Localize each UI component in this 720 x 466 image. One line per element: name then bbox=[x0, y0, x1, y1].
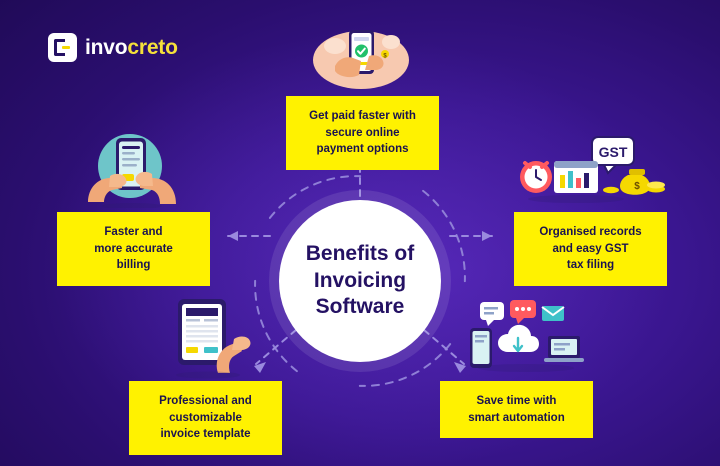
center-hub: Benefits of Invoicing Software bbox=[279, 200, 441, 362]
svg-text:GST: GST bbox=[599, 144, 628, 160]
node-label-left-line1: Faster and bbox=[104, 226, 163, 238]
node-label-bottom-left-line3: invoice template bbox=[160, 428, 251, 441]
invoice-document-icon bbox=[48, 33, 77, 62]
node-label-top-line1: Get paid faster with bbox=[309, 110, 416, 122]
devices-cloud-chat-automation-icon bbox=[466, 298, 586, 376]
brand-name-part2: creto bbox=[127, 35, 178, 59]
node-label-bottom-left-line1: Professional and bbox=[159, 395, 252, 407]
node-label-top-line2: secure online bbox=[325, 126, 400, 139]
arrow-head-right bbox=[482, 231, 492, 241]
node-label-left-line2: more accurate bbox=[94, 242, 173, 255]
node-label-bottom-left-line2: customizable bbox=[169, 411, 242, 424]
page-title-line1: Benefits of bbox=[305, 241, 415, 265]
gst-documents-clock-money-icon: GST $ bbox=[516, 135, 666, 207]
node-label-right-line1: Organised records bbox=[539, 226, 642, 238]
brand-name: invocreto bbox=[85, 36, 178, 60]
node-label-top-line3: payment options bbox=[316, 143, 409, 156]
brand-name-part1: invo bbox=[85, 35, 128, 59]
node-label-bottom-right: Save time with smart automation bbox=[440, 381, 593, 439]
node-label-right-line3: tax filing bbox=[566, 259, 615, 272]
node-label-bottom-left: Professional and customizable invoice te… bbox=[129, 381, 282, 456]
node-label-left: Faster and more accurate billing bbox=[57, 212, 210, 287]
svg-text:$: $ bbox=[634, 181, 640, 192]
page-title-line2: Invoicing bbox=[313, 268, 407, 292]
node-label-right-line2: and easy GST bbox=[552, 242, 629, 255]
svg-text:$: $ bbox=[383, 54, 387, 60]
arrow-head-bottom-right bbox=[454, 362, 466, 373]
node-label-left-line3: billing bbox=[116, 259, 151, 272]
node-label-bottom-right-line2: smart automation bbox=[468, 411, 565, 424]
node-label-bottom-right-line1: Save time with bbox=[476, 395, 557, 407]
page-title-line3: Software bbox=[315, 295, 405, 319]
arrow-head-left bbox=[228, 231, 238, 241]
tablet-invoice-template-hand-icon bbox=[168, 295, 256, 381]
hand-holding-phone-payment-icon: $ bbox=[311, 20, 411, 92]
node-label-top: Get paid faster with secure online payme… bbox=[286, 96, 439, 171]
node-label-right: Organised records and easy GST tax filin… bbox=[514, 212, 667, 287]
hands-typing-on-phone-icon bbox=[80, 130, 185, 208]
brand-logo[interactable]: invocreto bbox=[48, 33, 178, 62]
page-title: Benefits of Invoicing Software bbox=[306, 241, 415, 322]
